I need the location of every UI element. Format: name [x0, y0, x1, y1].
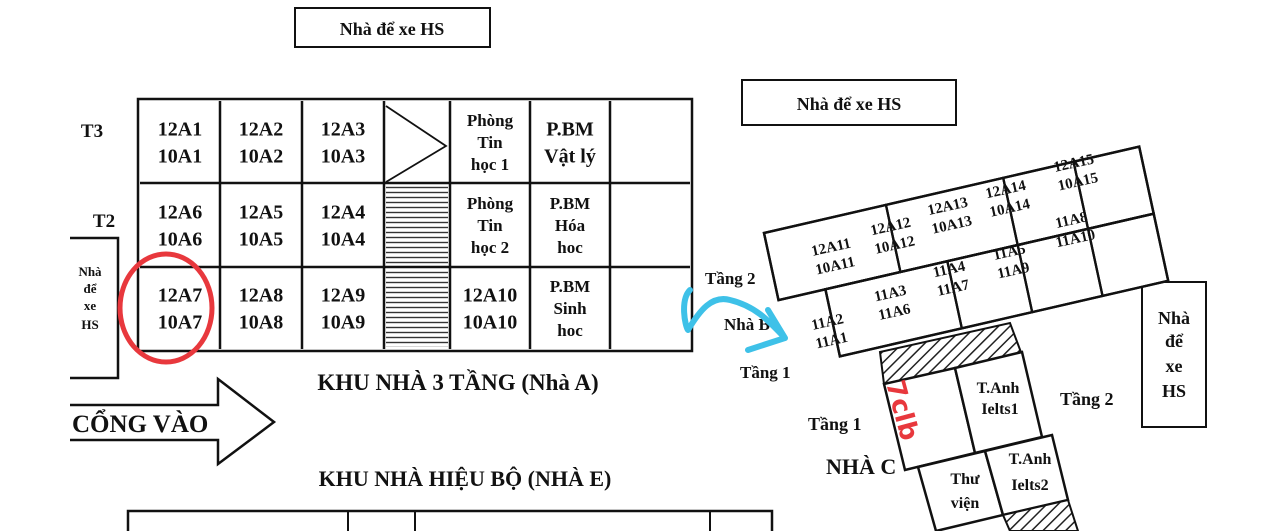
room-label: 12A3 — [321, 119, 365, 141]
room-label: 10A7 — [158, 312, 202, 334]
svg-text:Nhà: Nhà — [1158, 308, 1190, 328]
room-label: Sinh — [553, 299, 587, 318]
room-label: 11A2 — [810, 311, 845, 334]
parking-right: Nhà để xe HS — [1141, 281, 1207, 428]
highlight-arrow — [681, 287, 788, 353]
room-label: 12A8 — [239, 285, 283, 307]
room-label: Phòng — [467, 194, 514, 213]
room-label: 10A1 — [158, 146, 202, 168]
building-a-title: KHU NHÀ 3 TẦNG (Nhà A) — [317, 369, 598, 395]
room-label: hoc — [557, 238, 583, 257]
room-label: Tin — [477, 216, 503, 235]
svg-text:để: để — [1165, 331, 1184, 351]
building-c: T.Anh Ielts1 Thư viện T.Anh Ielts2 — [882, 350, 1080, 531]
room-label: 10A10 — [463, 312, 517, 334]
highlight-circle — [117, 251, 215, 365]
room-tanh-ielts1-line1: T.Anh — [977, 380, 1020, 397]
room-label: 11A8 — [1054, 209, 1089, 232]
floor-label-t3: T3 — [81, 121, 103, 142]
stair-arrow — [385, 105, 448, 183]
stair-hatch — [386, 185, 448, 265]
room-label: 11A9 — [996, 260, 1031, 283]
building-b-floor1: Tầng 1 — [740, 363, 791, 382]
building-b-label: Nhà B — [724, 315, 770, 334]
svg-text:Nhà để xe HS: Nhà để xe HS — [340, 19, 445, 39]
room-label: 10A2 — [239, 146, 283, 168]
room-library-line1: Thư — [950, 471, 980, 488]
room-label: Tin — [477, 133, 503, 152]
room-label: 12A2 — [239, 119, 283, 141]
room-label: 12A4 — [321, 202, 365, 224]
room-label: học 1 — [471, 155, 509, 174]
room-label: học 2 — [471, 238, 509, 257]
gate-label: CỔNG VÀO — [72, 409, 208, 438]
room-label: Phòng — [467, 111, 514, 130]
room-label: 12A9 — [321, 285, 365, 307]
room-label: 12A5 — [239, 202, 283, 224]
room-label: P.BM — [546, 119, 594, 141]
room-label: 10A6 — [158, 229, 202, 251]
parking-top-left: Nhà để xe HS — [294, 7, 491, 48]
building-c-floor1: Tầng 1 — [808, 414, 862, 434]
svg-text:Nhà để xe HS: Nhà để xe HS — [797, 94, 902, 114]
room-label: P.BM — [550, 194, 590, 213]
room-label: 10A9 — [321, 312, 365, 334]
svg-text:HS: HS — [81, 317, 98, 332]
room-label: 10A3 — [321, 146, 365, 168]
room-label: P.BM — [550, 277, 590, 296]
room-library-line2: viện — [951, 495, 980, 512]
room-label: 12A7 — [158, 285, 202, 307]
parking-top-right: Nhà để xe HS — [741, 79, 957, 126]
room-label: 12A6 — [158, 202, 202, 224]
room-label: 11A5 — [992, 241, 1027, 264]
building-b: 12A1110A1112A1210A1212A1310A1312A1410A14… — [762, 145, 1170, 358]
building-e-title: KHU NHÀ HIỆU BỘ (NHÀ E) — [319, 466, 612, 491]
building-e-partial — [126, 509, 774, 531]
parking-left: Nhà để xe HS — [70, 236, 120, 380]
room-tanh-ielts1-line2: Ielts1 — [981, 401, 1018, 418]
building-b-room — [1086, 212, 1170, 298]
svg-text:xe: xe — [1166, 356, 1183, 376]
room-label: 11A6 — [877, 301, 913, 324]
floor-label-t2: T2 — [93, 211, 115, 232]
gate-arrow: CỔNG VÀO — [70, 376, 277, 467]
svg-text:Nhà: Nhà — [78, 264, 102, 279]
svg-text:xe: xe — [84, 298, 97, 313]
svg-text:để: để — [84, 281, 98, 296]
svg-text:HS: HS — [1162, 381, 1186, 401]
room-label: Vật lý — [544, 146, 596, 168]
room-label: 11A4 — [932, 259, 968, 282]
room-label: 11A7 — [936, 277, 972, 300]
room-label: 10A5 — [239, 229, 283, 251]
room-tanh-ielts2-line1: T.Anh — [1009, 451, 1052, 468]
building-c-label: NHÀ C — [826, 454, 896, 479]
room-label: 11A1 — [814, 330, 849, 353]
room-tanh-ielts2-line2: Ielts2 — [1011, 477, 1048, 494]
room-label: 10A8 — [239, 312, 283, 334]
room-label: 12A1 — [158, 119, 202, 141]
building-c-floor2: Tầng 2 — [1060, 389, 1114, 409]
building-b-floor2: Tầng 2 — [705, 269, 756, 288]
room-label: 12A10 — [463, 285, 517, 307]
room-label: Hóa — [555, 216, 586, 235]
room-label: 11A3 — [873, 283, 908, 306]
room-label: 10A4 — [321, 229, 365, 251]
room-label: hoc — [557, 321, 583, 340]
stair-hatch — [386, 269, 448, 347]
